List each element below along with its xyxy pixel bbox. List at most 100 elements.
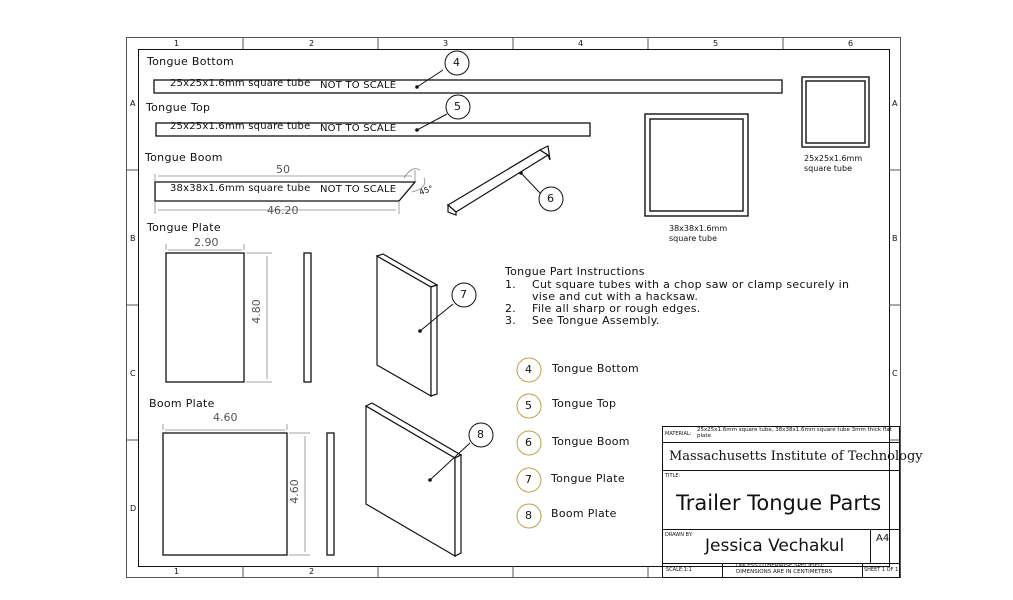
balloon-4: 4 (453, 56, 461, 69)
tongue-top-bar (155, 122, 591, 137)
balloon-5-circle (445, 94, 471, 120)
tb-sheet: SHEET 1 OF 1 (864, 567, 899, 573)
zone-left-d: D (130, 504, 137, 513)
legend-circle-4 (516, 357, 542, 383)
legend-circle-7 (516, 467, 542, 493)
legend-num-7: 7 (525, 473, 533, 486)
zone-top-1: 1 (174, 39, 180, 48)
tongue-plate-dim-width: 2.90 (194, 236, 219, 249)
balloon-7: 7 (460, 288, 468, 301)
tongue-plate-isometric (375, 253, 439, 398)
instruction-1-num: 1. (505, 278, 517, 291)
tongue-bottom-bar (153, 79, 783, 94)
tb-material-label: MATERIAL: (665, 431, 692, 437)
zone-right-c: C (892, 369, 898, 378)
section-small-outer (801, 76, 870, 148)
leader-6 (520, 172, 541, 194)
zone-top-5: 5 (713, 39, 719, 48)
zone-right-b: B (892, 234, 898, 243)
legend-circle-6 (516, 430, 542, 456)
legend-label-7: Tongue Plate (551, 472, 625, 485)
zone-top-2: 2 (309, 39, 315, 48)
tongue-top-nts: NOT TO SCALE (320, 123, 397, 134)
tb-units-note: UNLESS OTHERWISE SPECIFIED: DIMENSIONS A… (736, 563, 833, 575)
boom-plate-side (326, 432, 335, 556)
tongue-bottom-title: Tongue Bottom (147, 55, 235, 68)
instruction-1-line1: Cut square tubes with a chop saw or clam… (532, 278, 850, 291)
tongue-boom-isometric (446, 145, 551, 216)
legend-num-8: 8 (525, 509, 533, 522)
section-small-line1: 25x25x1.6mm (804, 154, 863, 163)
zone-bottom-1: 1 (174, 567, 180, 576)
section-large-outer (644, 113, 749, 217)
leader-5 (416, 113, 448, 131)
zone-left-b: B (130, 234, 136, 243)
instruction-3-line1: See Tongue Assembly. (532, 314, 660, 327)
tongue-top-title: Tongue Top (146, 101, 211, 114)
legend-num-6: 6 (525, 436, 533, 449)
tongue-boom-nts: NOT TO SCALE (320, 184, 397, 195)
legend-circle-5 (516, 393, 542, 419)
zone-left-a: A (130, 99, 136, 108)
zone-right-a: A (892, 99, 898, 108)
tongue-plate-title: Tongue Plate (147, 221, 221, 234)
instructions-title: Tongue Part Instructions (505, 265, 645, 278)
section-small-inner (805, 80, 866, 144)
balloon-5: 5 (454, 100, 462, 113)
instruction-3-num: 3. (505, 314, 517, 327)
tongue-plate-side (303, 252, 312, 383)
balloon-8-circle (468, 422, 494, 448)
instruction-2-line1: File all sharp or rough edges. (532, 302, 701, 315)
leader-dot-7 (418, 329, 422, 333)
tongue-bottom-nts: NOT TO SCALE (320, 80, 397, 91)
leader-7 (419, 303, 454, 332)
title-block-frame (662, 426, 900, 578)
boom-plate-dim-width: 4.60 (213, 411, 238, 424)
section-large-inner (649, 118, 744, 212)
tongue-boom-bar (154, 181, 417, 202)
balloon-7-circle (451, 282, 477, 308)
leader-4 (416, 69, 444, 88)
tongue-bottom-bar-label: 25x25x1.6mm square tube (170, 78, 311, 89)
tongue-boom-bar-label: 38x38x1.6mm square tube (170, 183, 311, 194)
legend-label-5: Tongue Top (552, 397, 617, 410)
section-large-line2: square tube (669, 234, 718, 243)
inner-border (138, 49, 890, 567)
section-large-line1: 38x38x1.6mm (669, 224, 728, 233)
boom-plate-isometric (364, 402, 463, 558)
leader-dot-5 (415, 128, 419, 132)
boom-plate-dim-height: 4.60 (287, 479, 301, 504)
tb-institution: Massachusetts Institute of Technology (669, 449, 923, 464)
balloon-6-circle (538, 186, 564, 212)
legend-circle-8 (516, 503, 542, 529)
tb-drawn-label: DRAWN BY: (665, 532, 693, 538)
boom-plate-front (162, 432, 288, 556)
tongue-boom-dim-bottom: 46.20 (267, 204, 299, 217)
instruction-1-line2: vise and cut with a hacksaw. (532, 290, 699, 303)
balloon-4-circle (444, 50, 470, 76)
legend-label-8: Boom Plate (551, 507, 617, 520)
tongue-top-bar-label: 25x25x1.6mm square tube (170, 121, 311, 132)
leader-8 (429, 442, 471, 481)
leader-dot-8 (428, 478, 432, 482)
zone-top-4: 4 (578, 39, 584, 48)
legend-label-4: Tongue Bottom (552, 362, 640, 375)
tb-drawn-by: Jessica Vechakul (705, 536, 845, 556)
tongue-plate-front (165, 252, 245, 383)
legend-num-5: 5 (525, 399, 533, 412)
zone-top-6: 6 (848, 39, 854, 48)
balloon-8: 8 (477, 428, 485, 441)
tb-scale: SCALE:1:1 (666, 567, 692, 573)
tb-title: Trailer Tongue Parts (676, 491, 882, 515)
boom-plate-title: Boom Plate (149, 397, 215, 410)
tb-title-label: TITLE: (665, 473, 681, 479)
legend-label-6: Tongue Boom (552, 435, 630, 448)
section-small-line2: square tube (804, 164, 853, 173)
tongue-plate-dim-height: 4.80 (249, 299, 263, 324)
balloon-6: 6 (547, 192, 555, 205)
instruction-2-num: 2. (505, 302, 517, 315)
zone-bottom-2: 2 (309, 567, 315, 576)
tb-size: A4 (876, 533, 890, 544)
zone-top-3: 3 (443, 39, 449, 48)
